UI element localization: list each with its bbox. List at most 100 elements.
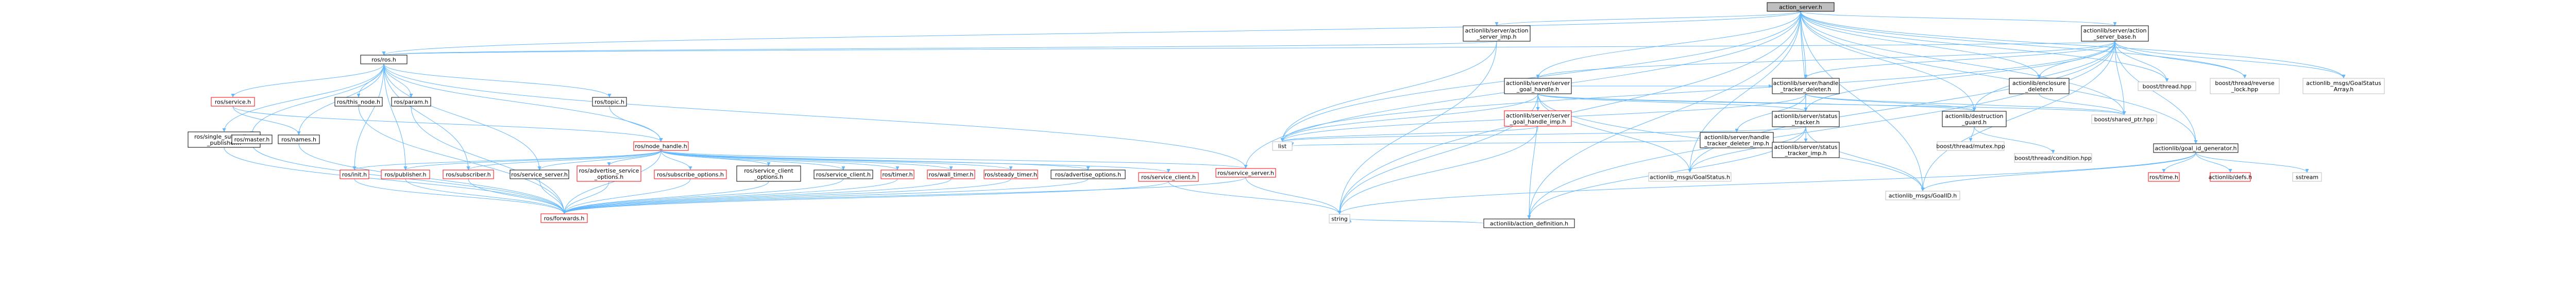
node-label-names-0: ros/names.h bbox=[281, 137, 316, 143]
edge-dguard-to-bmutex bbox=[1969, 126, 1975, 142]
edge-asi-to-list bbox=[1280, 41, 1497, 142]
node-asi[interactable]: actionlib/server/action_server_imp.h bbox=[1463, 25, 1531, 42]
edge-root-to-asi bbox=[1495, 11, 1801, 26]
edge-stt-to-list bbox=[1280, 126, 1806, 142]
node-label-htdimp-0: actionlib/server/handle bbox=[1704, 134, 1770, 141]
node-label-sghimp-1: _goal_handle_imp.h bbox=[1510, 118, 1566, 125]
node-srvserver[interactable]: ros/service_server.h bbox=[510, 170, 569, 179]
node-publisher[interactable]: ros/publisher.h bbox=[381, 170, 430, 179]
node-gs[interactable]: actionlib_msgs/GoalStatus.h bbox=[1648, 172, 1732, 182]
node-label-sgh-0: actionlib/server/server bbox=[1506, 80, 1570, 87]
node-label-stt-0: actionlib/server/status bbox=[1774, 113, 1838, 120]
node-timer[interactable]: ros/timer.h bbox=[880, 170, 914, 179]
node-box-srvserver bbox=[510, 170, 569, 179]
edge-sghimp-to-string bbox=[1337, 126, 1538, 215]
node-thisnode[interactable]: ros/this_node.h bbox=[334, 97, 383, 107]
node-srvclientopt[interactable]: ros/service_client_options.h bbox=[736, 165, 801, 182]
node-rosh[interactable]: ros/ros.h bbox=[360, 55, 408, 64]
edge-nh-to-forwards bbox=[562, 150, 662, 214]
edge-root-to-asb bbox=[1800, 11, 2117, 26]
node-srvclient[interactable]: ros/service_client.h bbox=[814, 170, 873, 179]
node-srvserverrd[interactable]: ros/service_server.h bbox=[1215, 168, 1276, 178]
edge-nh-to-srvclientrd bbox=[660, 150, 1171, 173]
edge-sgh-to-stt bbox=[1537, 93, 1808, 112]
edge-asb-to-rosh bbox=[383, 41, 2115, 56]
node-bshared[interactable]: boost/shared_ptr.hpp bbox=[2091, 114, 2157, 124]
node-steadytimer[interactable]: ros/steady_timer.h bbox=[984, 170, 1038, 179]
node-box-rosh bbox=[360, 55, 408, 64]
node-brev[interactable]: boost/thread/reverse_lock.hpp bbox=[2210, 78, 2280, 94]
node-box-bmutex bbox=[1937, 141, 2005, 151]
node-htdimp[interactable]: actionlib/server/handle_tracker_deleter_… bbox=[1700, 132, 1774, 148]
edge-stt-to-goalid bbox=[1805, 126, 1925, 192]
node-box-srvclientrd bbox=[1138, 172, 1199, 182]
node-label-sstream-0: sstream bbox=[2296, 174, 2318, 181]
node-nh[interactable]: ros/node_handle.h bbox=[633, 141, 689, 151]
node-sgh[interactable]: actionlib/server/server_goal_handle.h bbox=[1504, 78, 1572, 94]
edge-advopt-to-forwards bbox=[562, 178, 1089, 214]
node-service[interactable]: ros/service.h bbox=[211, 97, 255, 107]
node-layer: action_server.h actionlib/server/action_s… bbox=[188, 2, 2385, 228]
node-bthread[interactable]: boost/thread.hpp bbox=[2138, 81, 2196, 91]
node-box-srvclient bbox=[814, 170, 873, 179]
node-init[interactable]: ros/init.h bbox=[340, 170, 369, 179]
node-bmutex[interactable]: boost/thread/mutex.hpp bbox=[1936, 141, 2005, 151]
node-label-encd-0: actionlib/enclosure bbox=[2012, 80, 2066, 87]
edge-sgpub-to-forwards bbox=[224, 147, 566, 214]
node-goalid[interactable]: actionlib_msgs/GoalID.h bbox=[1885, 191, 1960, 200]
node-actdef[interactable]: actionlib/action_definition.h bbox=[1483, 218, 1575, 228]
node-box-htdimp bbox=[1700, 132, 1774, 148]
node-srvclientrd[interactable]: ros/service_client.h bbox=[1138, 172, 1199, 182]
node-box-htd bbox=[1772, 78, 1840, 94]
edge-gidgen-to-rostime bbox=[2162, 152, 2196, 173]
node-box-advopt bbox=[1050, 170, 1126, 179]
node-htd[interactable]: actionlib/server/handle_tracker_deleter.… bbox=[1772, 78, 1840, 94]
edge-subscriber-to-forwards bbox=[468, 178, 566, 214]
node-walltimer[interactable]: ros/wall_timer.h bbox=[927, 170, 975, 179]
node-topic[interactable]: ros/topic.h bbox=[592, 97, 627, 107]
node-gidgen[interactable]: actionlib/goal_id_generator.h bbox=[2153, 143, 2239, 153]
node-label-advsvc-0: ros/advertise_service bbox=[579, 167, 639, 174]
edge-asb-to-list bbox=[1280, 41, 2115, 142]
node-names[interactable]: ros/names.h bbox=[278, 134, 320, 144]
node-sttimp[interactable]: actionlib/server/status_tracker_imp.h bbox=[1772, 142, 1840, 158]
node-label-publisher-0: ros/publisher.h bbox=[385, 172, 427, 178]
node-advsvc[interactable]: ros/advertise_service_options.h bbox=[577, 165, 641, 182]
node-label-rosh-0: ros/ros.h bbox=[371, 57, 396, 63]
node-rostime[interactable]: ros/time.h bbox=[2148, 172, 2180, 182]
node-label-bshared-0: boost/shared_ptr.hpp bbox=[2094, 116, 2154, 123]
node-encd[interactable]: actionlib/enclosure_deleter.h bbox=[2009, 78, 2070, 94]
node-forwards[interactable]: ros/forwards.h bbox=[540, 213, 588, 223]
node-label-brev-1: _lock.hpp bbox=[2231, 86, 2258, 93]
edge-sgh-to-list bbox=[1280, 93, 1538, 142]
edge-nh-to-subopt bbox=[660, 150, 692, 171]
node-sghimp[interactable]: actionlib/server/server_goal_handle_imp.… bbox=[1504, 110, 1572, 127]
node-list[interactable]: list bbox=[1272, 141, 1293, 151]
edge-rosh-to-init bbox=[352, 63, 384, 171]
node-master[interactable]: ros/master.h bbox=[231, 134, 273, 144]
node-label-init-0: ros/init.h bbox=[342, 172, 367, 178]
node-sstream[interactable]: sstream bbox=[2292, 172, 2322, 182]
node-stt[interactable]: actionlib/server/status_tracker.h bbox=[1772, 111, 1840, 127]
edge-asb-to-bthread bbox=[2114, 41, 2169, 82]
node-param[interactable]: ros/param.h bbox=[391, 97, 431, 107]
node-rosdefs[interactable]: actionlib/defs.h bbox=[2209, 172, 2252, 182]
node-box-timer bbox=[880, 170, 914, 179]
node-subscriber[interactable]: ros/subscriber.h bbox=[443, 170, 494, 179]
node-label-brev-0: boost/thread/reverse bbox=[2215, 80, 2275, 87]
node-bcond[interactable]: boost/thread/condition.hpp bbox=[2014, 153, 2092, 163]
node-box-root bbox=[1767, 2, 1835, 12]
edge-asb-to-gs bbox=[1688, 41, 2115, 173]
edge-publisher-to-forwards bbox=[405, 178, 566, 214]
node-subopt[interactable]: ros/subscribe_options.h bbox=[654, 170, 727, 179]
node-string[interactable]: string bbox=[1329, 214, 1350, 224]
node-box-nh bbox=[633, 141, 689, 151]
node-dguard[interactable]: actionlib/destruction_guard.h bbox=[1942, 111, 2007, 127]
node-asb[interactable]: actionlib/server/action_server_base.h bbox=[2081, 25, 2149, 42]
node-advopt[interactable]: ros/advertise_options.h bbox=[1050, 170, 1126, 179]
edge-timer-to-forwards bbox=[562, 178, 898, 214]
edge-rosh-to-sgpub bbox=[222, 63, 384, 132]
node-root[interactable]: action_server.h bbox=[1767, 2, 1835, 12]
